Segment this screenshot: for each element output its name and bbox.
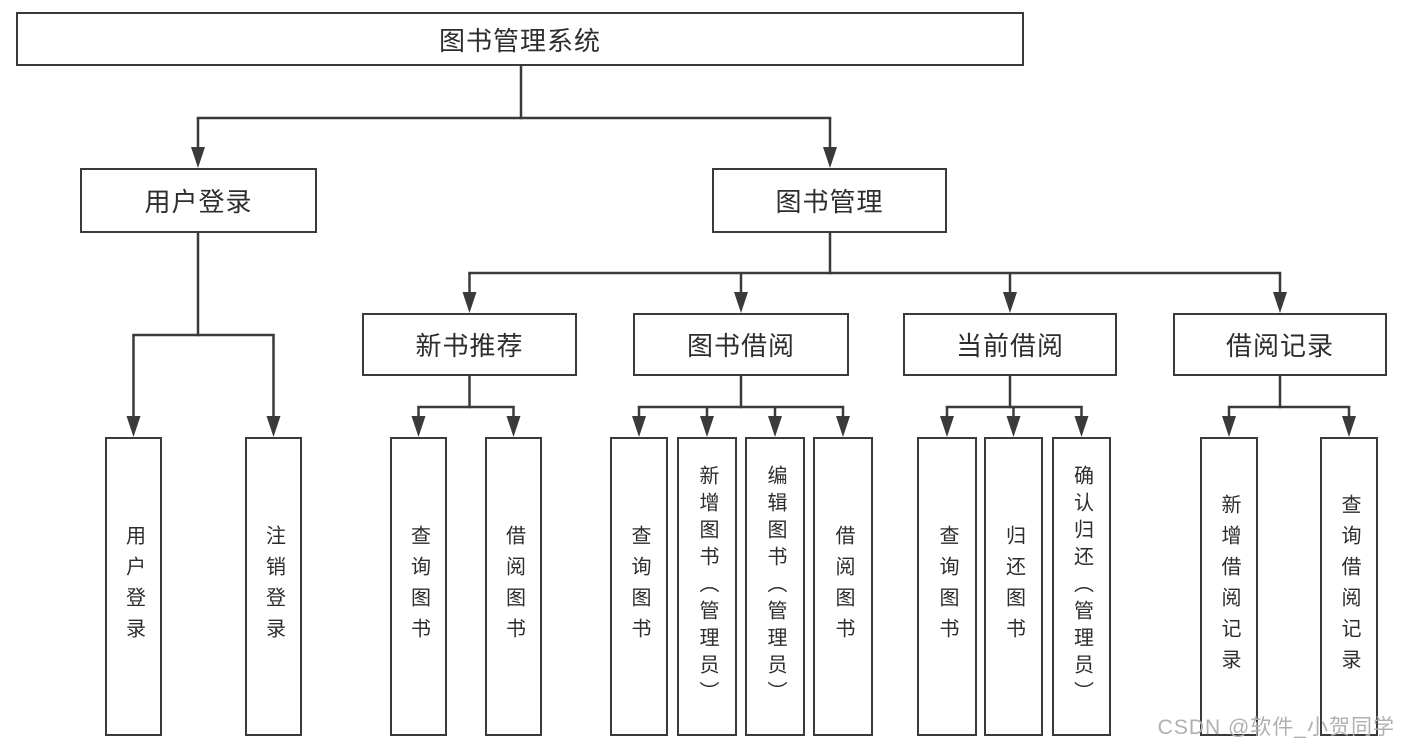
arrowhead-icon [632,416,646,437]
node-label: 新增图书（管理员） [696,465,718,708]
node-label: 当前借阅 [955,331,1064,361]
node-br-query-record: 查询借阅记录 [1320,437,1378,736]
arrowhead-icon [768,416,782,437]
node-borrow-records: 借阅记录 [1173,313,1387,376]
node-user-login: 用户登录 [80,168,317,233]
node-label: 查询图书 [936,524,958,649]
arrowhead-icon [1003,292,1017,313]
connector-borrow-records-children [1222,376,1356,437]
arrowhead-icon [1273,292,1287,313]
arrowhead-icon [836,416,850,437]
node-label: 查询图书 [407,524,430,649]
node-cb-confirm-return-admin: 确认归还（管理员） [1052,437,1111,736]
arrowhead-icon [126,416,141,437]
connector-user-login-children [126,233,281,437]
node-bb-edit-books-admin: 编辑图书（管理员） [745,437,805,736]
node-label: 查询借阅记录 [1338,493,1360,680]
node-bb-add-books-admin: 新增图书（管理员） [677,437,737,736]
connector-book-mgmt-children [462,233,1287,313]
node-label: 归还图书 [1002,524,1025,649]
node-label: 图书管理系统 [438,25,601,56]
node-bb-query-books: 查询图书 [610,437,668,736]
node-label: 查询图书 [628,524,650,649]
node-label: 用户登录 [144,187,253,217]
arrowhead-icon [1222,416,1236,437]
arrowhead-icon [1342,416,1356,437]
node-br-add-record: 新增借阅记录 [1200,437,1258,736]
node-current-borrowing: 当前借阅 [903,313,1117,376]
node-library-system: 图书管理系统 [16,12,1024,66]
node-cb-query-books: 查询图书 [917,437,977,736]
node-book-management: 图书管理 [712,168,947,233]
watermark: CSDN @软件_小贺同学 [1157,716,1395,739]
node-bb-borrow-books: 借阅图书 [813,437,873,736]
node-user-login-action: 用户登录 [105,437,162,736]
arrowhead-icon [700,416,714,437]
connector-root-to-level2 [191,66,837,168]
arrowhead-icon [1006,416,1021,437]
node-cb-return-books: 归还图书 [984,437,1043,736]
arrowhead-icon [462,292,477,313]
arrowhead-icon [823,147,837,168]
node-label: 新书推荐 [415,331,524,361]
arrowhead-icon [191,147,205,168]
node-rec-borrow-books: 借阅图书 [485,437,542,736]
node-label: 用户登录 [122,524,145,649]
arrowhead-icon [266,416,281,437]
arrowhead-icon [734,292,748,313]
node-rec-query-books: 查询图书 [390,437,447,736]
node-label: 借阅图书 [832,524,854,649]
node-label: 编辑图书（管理员） [764,465,786,708]
arrowhead-icon [506,416,521,437]
node-logout: 注销登录 [245,437,302,736]
arrowhead-icon [411,416,426,437]
node-label: 借阅图书 [502,524,525,649]
connector-book-borrow-children [632,376,850,437]
node-label: 注销登录 [262,524,285,649]
node-label: 确认归还（管理员） [1070,465,1093,708]
connector-current-borrow-children [940,376,1089,437]
connector-new-book-rec-children [411,376,521,437]
node-new-book-recommend: 新书推荐 [362,313,577,376]
arrowhead-icon [1074,416,1089,437]
node-label: 图书借阅 [686,331,795,361]
node-label: 借阅记录 [1225,331,1334,361]
arrowhead-icon [940,416,954,437]
node-book-borrowing: 图书借阅 [633,313,849,376]
node-label: 图书管理 [775,187,884,217]
node-label: 新增借阅记录 [1218,493,1240,680]
